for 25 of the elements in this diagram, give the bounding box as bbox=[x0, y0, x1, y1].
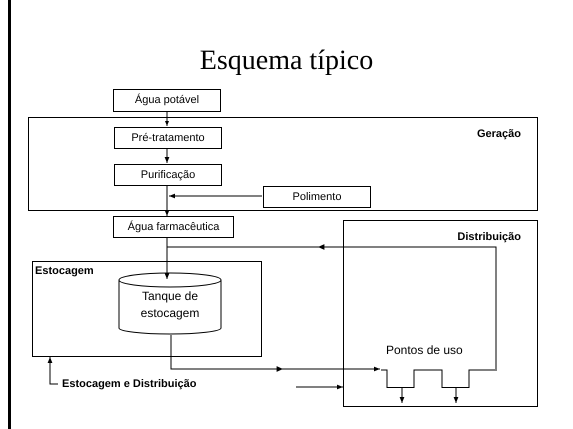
arrow bbox=[165, 112, 169, 126]
group-box bbox=[28, 117, 538, 211]
process-box: Água farmacêutica bbox=[113, 216, 234, 238]
arrow bbox=[170, 334, 380, 372]
arrow bbox=[48, 356, 58, 384]
node-label: Pontos de uso bbox=[385, 342, 463, 359]
arrow bbox=[168, 194, 262, 198]
tank-label: Tanque de estocagem bbox=[140, 288, 200, 322]
diagram-title: Esquema típico bbox=[198, 44, 374, 78]
arrow bbox=[164, 244, 496, 370]
arrow bbox=[164, 184, 170, 216]
group-title: Estocagem bbox=[35, 264, 94, 279]
process-box: Polimento bbox=[263, 186, 371, 208]
group-box bbox=[32, 261, 262, 357]
section-label: Estocagem e Distribuição bbox=[62, 377, 196, 392]
arrow bbox=[400, 386, 404, 404]
process-box: Água potável bbox=[113, 89, 221, 112]
arrow bbox=[454, 386, 458, 404]
process-box: Purificação bbox=[114, 164, 222, 186]
arrow bbox=[164, 148, 170, 164]
group-title: Distribuição bbox=[457, 230, 521, 245]
group-title: Geração bbox=[476, 127, 521, 142]
arrow bbox=[296, 384, 344, 390]
group-box bbox=[343, 220, 538, 407]
process-box: Pré-tratamento bbox=[114, 127, 222, 149]
